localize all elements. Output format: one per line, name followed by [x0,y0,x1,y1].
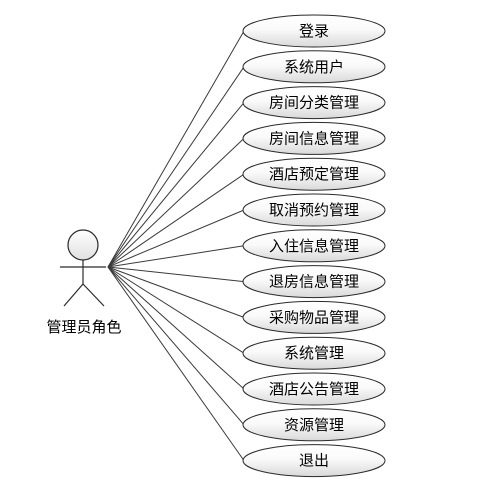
use-case-ellipse [242,408,386,442]
use-case-ellipse [242,193,386,227]
use-case: 系统用户 [242,50,386,84]
use-case-label: 退出 [299,452,329,470]
use-case-label: 酒店公告管理 [269,380,359,398]
association-line [107,266,245,354]
use-case-label: 房间分类管理 [269,94,359,112]
association-line [107,266,245,461]
association-line [107,245,245,268]
use-case: 退出 [242,444,386,478]
use-case-label: 登录 [299,22,329,40]
use-case: 取消预约管理 [242,193,386,227]
use-case-label: 取消预约管理 [269,201,359,219]
use-case-ellipse [242,229,386,263]
use-case: 退房信息管理 [242,265,386,299]
association-line [107,266,245,283]
use-case-ellipse [242,444,386,478]
use-case-ellipse [242,336,386,370]
use-case: 酒店预定管理 [242,157,386,191]
use-case-label: 系统用户 [284,58,344,76]
association-line [107,209,245,268]
use-case: 登录 [242,14,386,48]
association-line [107,102,245,268]
use-case-label: 系统管理 [284,344,344,362]
association-line [107,266,245,390]
use-case-ellipse [242,372,386,406]
use-case-ellipse [242,121,386,155]
use-case: 入住信息管理 [242,229,386,263]
use-case: 系统管理 [242,336,386,370]
use-case-label: 采购物品管理 [269,308,359,326]
association-line [107,30,245,268]
association-line [107,138,245,268]
association-line [107,66,245,268]
use-case-ellipse [242,265,386,299]
use-case: 房间信息管理 [242,121,386,155]
stick-figure-actor-icon [60,229,106,307]
use-case: 酒店公告管理 [242,372,386,406]
use-case: 采购物品管理 [242,300,386,334]
use-case-label: 资源管理 [284,416,344,434]
use-case-label: 酒店预定管理 [269,165,359,183]
association-line [107,173,245,268]
use-case-ellipse [242,157,386,191]
actor: 管理员角色 [46,229,122,336]
use-case-ellipse [242,86,386,120]
use-case-label: 入住信息管理 [269,237,359,255]
association-lines [107,30,245,461]
use-case-ellipse [242,14,386,48]
association-line [107,266,245,318]
use-case-list: 登录系统用户房间分类管理房间信息管理酒店预定管理取消预约管理入住信息管理退房信息… [242,14,386,478]
association-line [107,266,245,426]
use-case-label: 退房信息管理 [269,273,359,291]
use-case: 资源管理 [242,408,386,442]
use-case-ellipse [242,300,386,334]
use-case: 房间分类管理 [242,86,386,120]
use-case-label: 房间信息管理 [269,129,359,147]
use-case-ellipse [242,50,386,84]
actor-label: 管理员角色 [46,318,121,336]
